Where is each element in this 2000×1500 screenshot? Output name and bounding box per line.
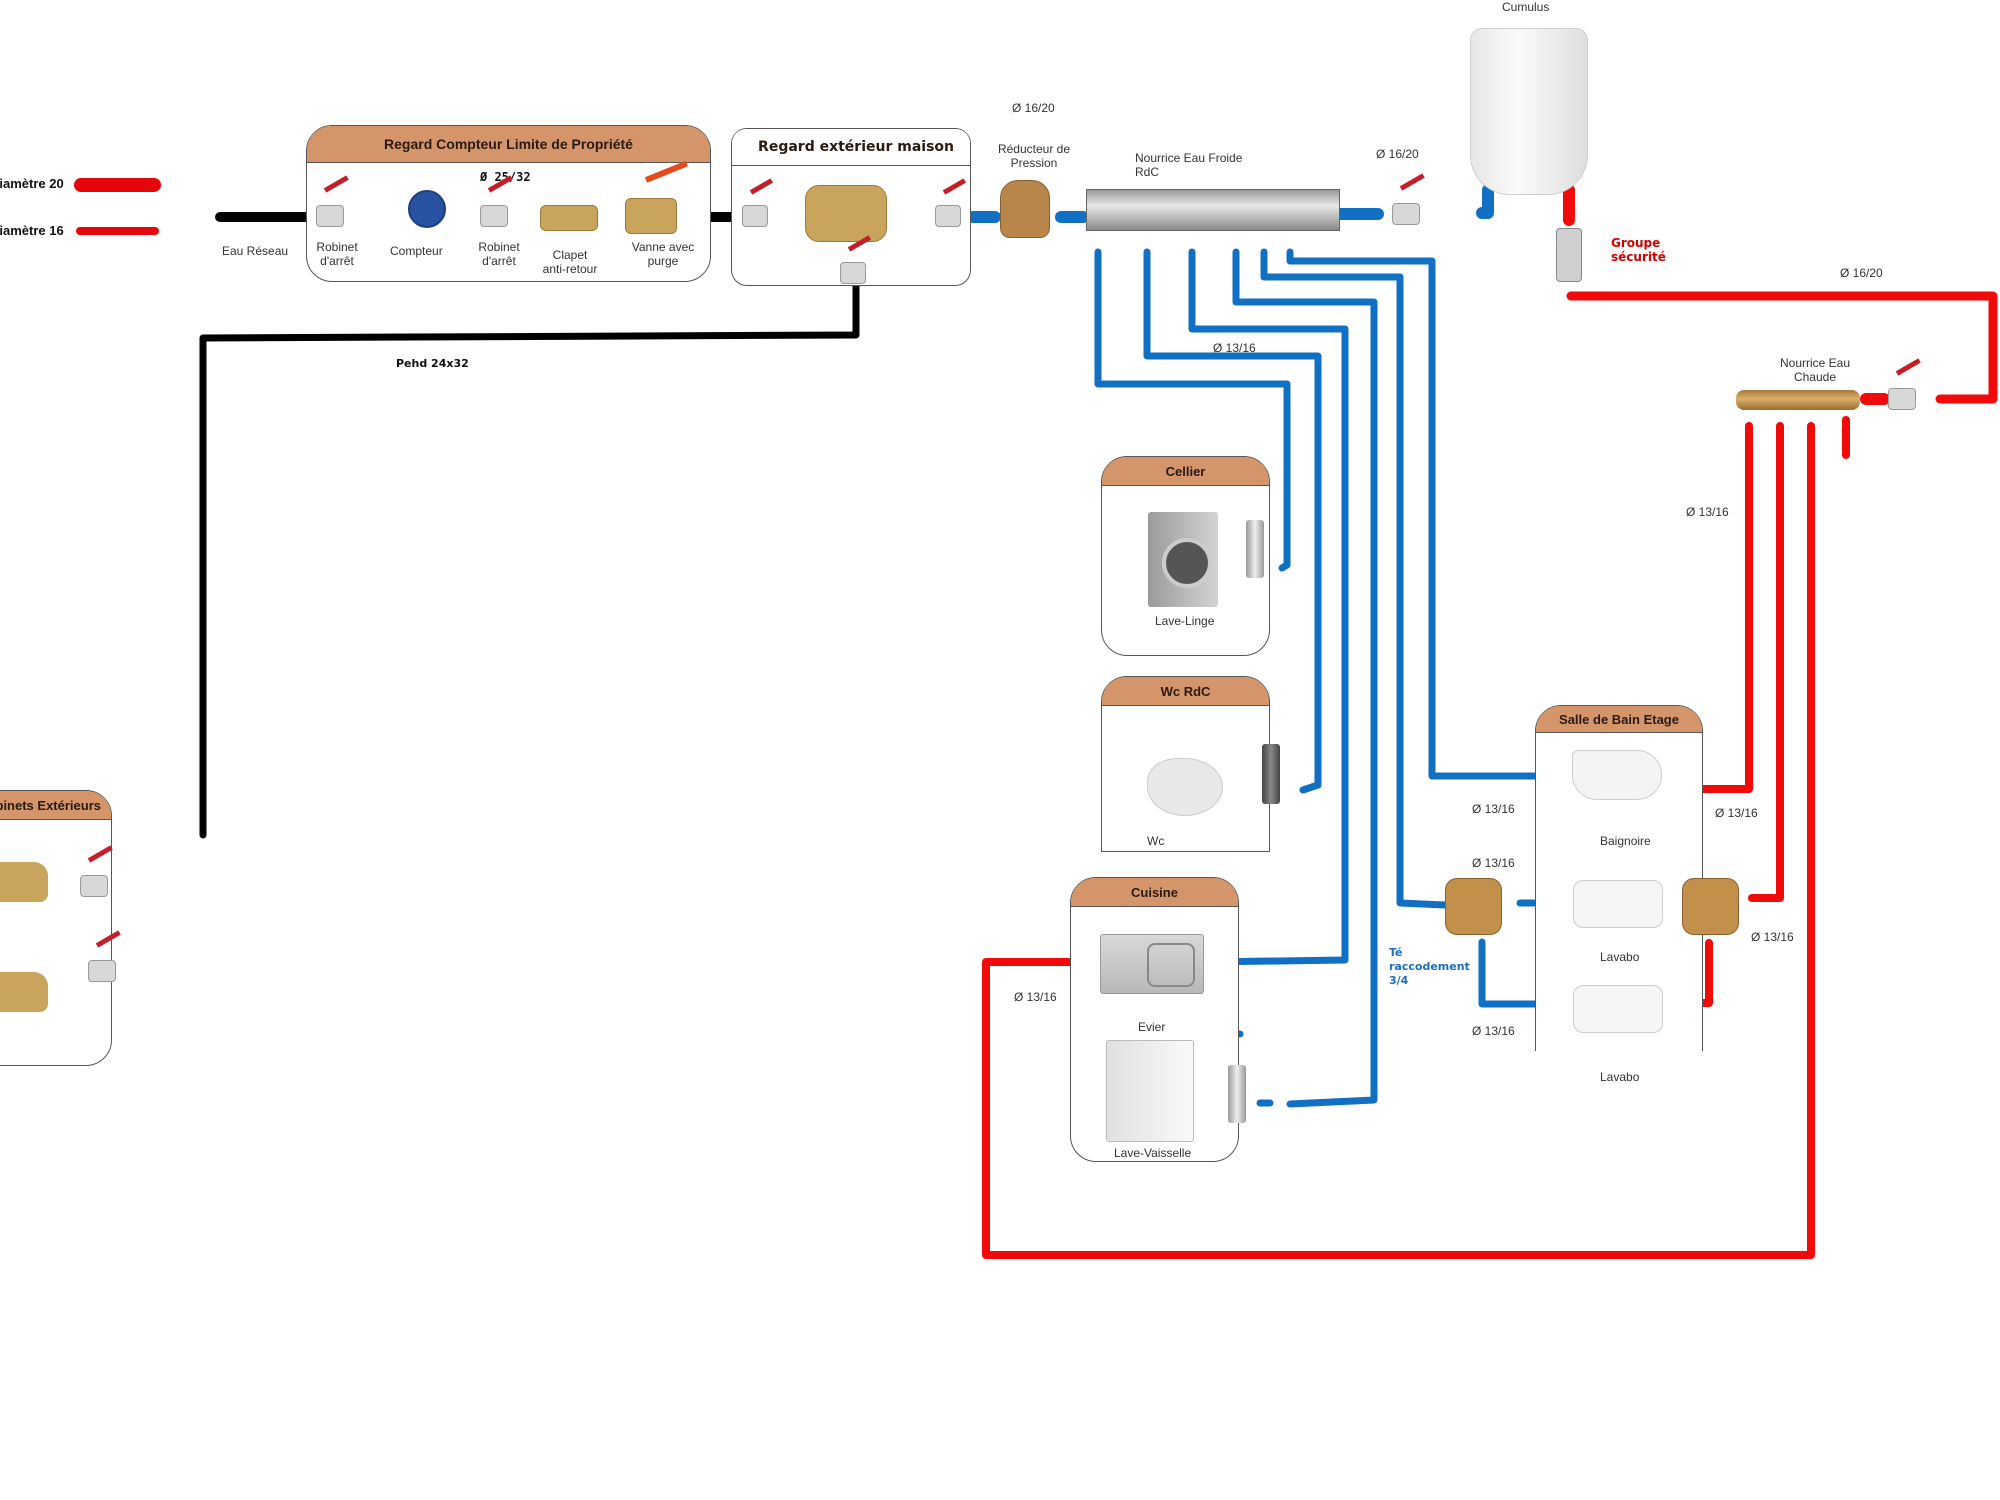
branch-evier (1188, 248, 1349, 966)
evier-label: Evier (1138, 1020, 1166, 1034)
branch-baignoire (1286, 248, 1572, 780)
hot-evier (982, 422, 1815, 1259)
robinets-title: Robinets Extérieurs (0, 791, 111, 820)
water-heater-icon (1470, 28, 1588, 195)
tee-fitting-icon (1445, 878, 1502, 935)
branch-cellier (1094, 248, 1291, 572)
nourrice-chaude-label: Nourrice Eau Chaude (1779, 356, 1851, 384)
water-meter-icon (408, 190, 446, 228)
check-valve-icon (540, 205, 598, 231)
dishwasher-icon (1106, 1040, 1194, 1142)
legend-line-20 (74, 178, 161, 192)
purge-valve-icon[interactable] (625, 160, 688, 234)
component-clapet: Clapet anti-retour (542, 248, 598, 276)
ball-valve-icon[interactable] (935, 178, 967, 227)
garden-tap-icon[interactable] (0, 862, 48, 902)
washbasin-icon (1573, 985, 1663, 1033)
angle-valve-icon[interactable] (1246, 520, 1264, 578)
robinets-box: Robinets Extérieurs (0, 790, 112, 1066)
angle-valve-icon[interactable] (1228, 1065, 1246, 1123)
tee-fitting-icon (1682, 878, 1739, 935)
component-vanne: Vanne avec purge (631, 240, 695, 268)
lave-vaisselle-label: Lave-Vaisselle (1114, 1146, 1192, 1160)
cold-branch-diameter: Ø 13/16 (1213, 341, 1256, 355)
regard-compteur-title: Regard Compteur Limite de Propriété (307, 126, 710, 163)
reducteur-label: Réducteur de Pression (997, 142, 1071, 170)
component-robinet-2: Robinet d'arrêt (478, 240, 520, 268)
branch-lavevaisselle (1232, 248, 1378, 1108)
reducteur-diameter: Ø 16/20 (1012, 101, 1055, 115)
sdb-diameter-5: Ø 13/16 (1751, 930, 1794, 944)
baignoire-label: Baignoire (1600, 834, 1651, 848)
cold-water-pipes (56, 184, 1572, 1108)
sdb-diameter-2: Ø 13/16 (1472, 856, 1515, 870)
hot-manifold-icon (1736, 390, 1860, 410)
washing-machine-icon (1148, 512, 1218, 607)
cuisine-title: Cuisine (1071, 878, 1238, 907)
legend-line-16 (76, 227, 159, 235)
cellier-title: Cellier (1102, 457, 1269, 486)
pehd-label: Pehd 24x32 (396, 357, 469, 370)
garden-tap-icon[interactable] (0, 972, 48, 1012)
tee-fitting-icon (805, 185, 887, 242)
bathtub-icon (1572, 750, 1662, 800)
safety-group-icon (1556, 228, 1582, 282)
pressure-reducer-icon (1000, 180, 1050, 238)
regard-exterieur-title: Regard extérieur maison (732, 129, 970, 166)
ball-valve-icon[interactable] (1392, 173, 1425, 225)
ball-valve-icon[interactable] (88, 930, 121, 982)
wc-label: Wc (1147, 834, 1165, 848)
legend-label-16: Diamètre 16 (0, 223, 64, 238)
wc-title: Wc RdC (1102, 677, 1269, 706)
hot-main (1566, 291, 1998, 404)
ball-valve-icon[interactable] (742, 178, 774, 227)
sdb-title: Salle de Bain Etage (1536, 706, 1702, 733)
nourrice-froide-label: Nourrice Eau Froide RdC (1135, 151, 1243, 179)
angle-valve-icon[interactable] (1262, 744, 1280, 804)
legend-label-20: Diamètre 20 (0, 176, 64, 191)
cumulus-label: Cumulus (1502, 0, 1550, 14)
lavabo-label-2: Lavabo (1600, 1070, 1640, 1084)
pehd-pipe (199, 279, 860, 839)
ball-valve-icon[interactable] (480, 175, 513, 227)
supply-pipes (199, 212, 937, 839)
sdb-diameter-1: Ø 13/16 (1472, 802, 1515, 816)
component-robinet-1: Robinet d'arrêt (316, 240, 358, 268)
hot-branch-diameter: Ø 13/16 (1686, 505, 1729, 519)
branch-sdb (1260, 248, 1449, 909)
groupe-securite-label: Groupe sécurité (1611, 236, 1666, 264)
sdb-diameter-4: Ø 13/16 (1715, 806, 1758, 820)
toilet-icon (1147, 758, 1223, 816)
sdb-diameter-3: Ø 13/16 (1472, 1024, 1515, 1038)
ball-valve-icon[interactable] (840, 235, 872, 284)
hot-main-diameter: Ø 16/20 (1840, 266, 1883, 280)
component-compteur: Compteur (390, 244, 443, 258)
hot-lavabo1 (1748, 422, 1784, 902)
lave-linge-label: Lave-Linge (1155, 614, 1215, 628)
cold-outlet-diameter: Ø 16/20 (1376, 147, 1419, 161)
washbasin-icon (1573, 880, 1663, 928)
ball-valve-icon[interactable] (316, 175, 349, 227)
cold-manifold-icon (1086, 189, 1340, 231)
eau-reseau-label: Eau Réseau (222, 244, 289, 258)
branch-wc (1143, 248, 1322, 794)
sink-icon (1100, 934, 1204, 994)
ball-valve-icon[interactable] (80, 845, 113, 897)
lavabo-label-1: Lavabo (1600, 950, 1640, 964)
evier-hot-diameter: Ø 13/16 (1014, 990, 1057, 1004)
ball-valve-icon[interactable] (1888, 358, 1921, 410)
te-raccordement-label: Té raccodement 3/4 (1389, 946, 1470, 987)
